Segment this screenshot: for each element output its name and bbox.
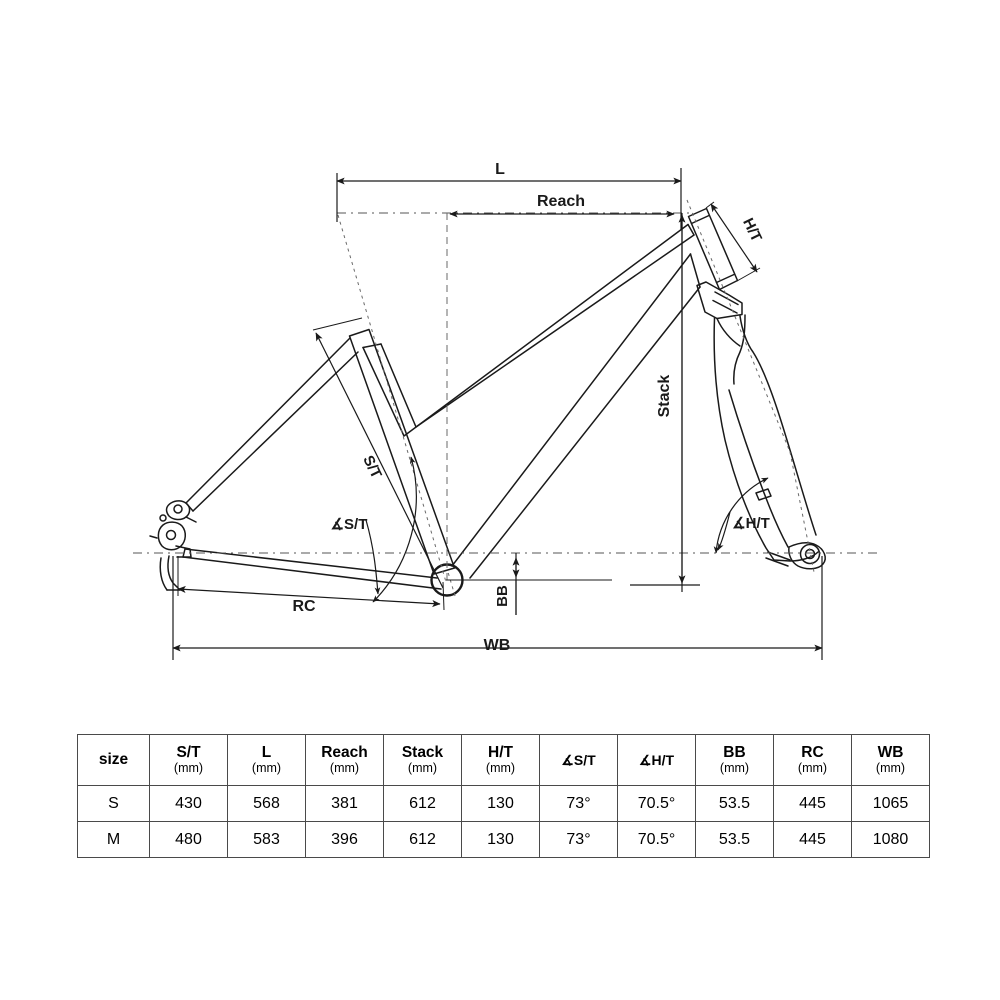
cell-bb: 53.5 — [695, 785, 774, 822]
th-angle-ht: ∡H/T — [617, 734, 696, 786]
label-ht: H/T — [739, 215, 765, 244]
steerer-axis-ground — [789, 451, 815, 573]
cell-reach: 381 — [305, 785, 384, 822]
cell-rc: 445 — [773, 821, 852, 858]
top-tube — [362, 223, 695, 437]
frame-drawing — [149, 207, 826, 597]
cell-stack: 612 — [383, 821, 462, 858]
cell-angle-st: 73° — [539, 821, 618, 858]
table-row: S 430 568 381 612 130 73° 70.5° 53.5 445… — [77, 785, 930, 822]
th-angle-st-label: ∡S/T — [561, 751, 596, 768]
label-angle-st: ∡S/T — [331, 516, 368, 533]
cell-angle-st: 73° — [539, 785, 618, 822]
construction-lines — [337, 199, 815, 597]
ht-ext-bottom — [736, 267, 761, 282]
seat-stay — [185, 337, 359, 512]
cell-l: 568 — [227, 785, 306, 822]
angle-ht-arc — [713, 477, 769, 554]
th-rc-label: RC — [801, 743, 824, 761]
front-dropout — [765, 542, 826, 570]
th-wb-unit: (mm) — [875, 761, 906, 776]
th-ht-unit: (mm) — [485, 761, 516, 776]
seat-tube — [348, 328, 456, 575]
label-l: L — [495, 161, 505, 178]
label-reach: Reach — [537, 193, 585, 210]
cell-st: 430 — [149, 785, 228, 822]
angle-st-leader — [365, 519, 381, 595]
th-reach: Reach (mm) — [305, 734, 384, 786]
th-st: S/T (mm) — [149, 734, 228, 786]
th-st-label: S/T — [176, 743, 201, 761]
cell-wb: 1080 — [851, 821, 930, 858]
th-size: size — [77, 734, 150, 786]
label-wb: WB — [484, 637, 511, 654]
cell-size: S — [77, 785, 150, 822]
dimension-labels: L Reach Stack H/T S/T ∡S/T ∡H/T BB RC WB — [292, 161, 769, 654]
label-stack: Stack — [656, 375, 673, 418]
cell-stack: 612 — [383, 785, 462, 822]
seat-tube-axis — [337, 214, 447, 583]
th-rc-unit: (mm) — [797, 761, 828, 776]
table-row: M 480 583 396 612 130 73° 70.5° 53.5 445… — [77, 821, 930, 858]
cell-bb: 53.5 — [695, 821, 774, 858]
cell-ht: 130 — [461, 821, 540, 858]
dimension-lines — [172, 168, 823, 660]
cell-angle-ht: 70.5° — [617, 821, 696, 858]
th-bb: BB (mm) — [695, 734, 774, 786]
cell-reach: 396 — [305, 821, 384, 858]
label-st: S/T — [359, 453, 385, 481]
table-header-row: size S/T (mm) L (mm) Reach (mm) — [77, 734, 930, 786]
label-bb: BB — [494, 585, 511, 607]
fork-crown — [696, 281, 743, 320]
angle-st-arc — [372, 456, 417, 603]
th-l: L (mm) — [227, 734, 306, 786]
th-size-label: size — [98, 750, 129, 768]
st-dimension-line — [315, 332, 444, 589]
rc-ext-bb — [442, 581, 445, 611]
th-stack: Stack (mm) — [383, 734, 462, 786]
th-wb: WB (mm) — [851, 734, 930, 786]
cell-size: M — [77, 821, 150, 858]
th-reach-unit: (mm) — [329, 761, 360, 776]
th-bb-unit: (mm) — [719, 761, 750, 776]
label-angle-ht: ∡H/T — [732, 515, 770, 532]
th-reach-label: Reach — [321, 743, 368, 761]
chain-stay — [182, 548, 442, 590]
th-st-unit: (mm) — [173, 761, 204, 776]
angle-ht-leader — [717, 511, 731, 551]
th-angle-st: ∡S/T — [539, 734, 618, 786]
th-rc: RC (mm) — [773, 734, 852, 786]
label-rc: RC — [292, 598, 316, 615]
cell-rc: 445 — [773, 785, 852, 822]
th-angle-ht-label: ∡H/T — [638, 751, 675, 768]
th-bb-label: BB — [723, 743, 746, 761]
cell-wb: 1065 — [851, 785, 930, 822]
seat-tube-axis-lower — [447, 571, 456, 597]
th-ht: H/T (mm) — [461, 734, 540, 786]
cell-l: 583 — [227, 821, 306, 858]
ht-ext-top — [705, 201, 715, 209]
cell-ht: 130 — [461, 785, 540, 822]
down-tube — [451, 253, 701, 579]
geometry-table-container: size S/T (mm) L (mm) Reach (mm) — [77, 734, 930, 858]
th-l-unit: (mm) — [251, 761, 282, 776]
cell-st: 480 — [149, 821, 228, 858]
th-ht-label: H/T — [488, 743, 513, 761]
cell-angle-ht: 70.5° — [617, 785, 696, 822]
th-l-label: L — [261, 743, 272, 761]
fork-brake-mount — [755, 488, 772, 501]
ht-dimension-line — [710, 203, 758, 273]
th-wb-label: WB — [877, 743, 904, 761]
th-stack-label: Stack — [401, 743, 444, 761]
geometry-table: size S/T (mm) L (mm) Reach (mm) — [77, 734, 930, 858]
st-ext-top — [312, 317, 363, 331]
steerer-axis-lower — [726, 296, 791, 453]
th-stack-unit: (mm) — [407, 761, 438, 776]
